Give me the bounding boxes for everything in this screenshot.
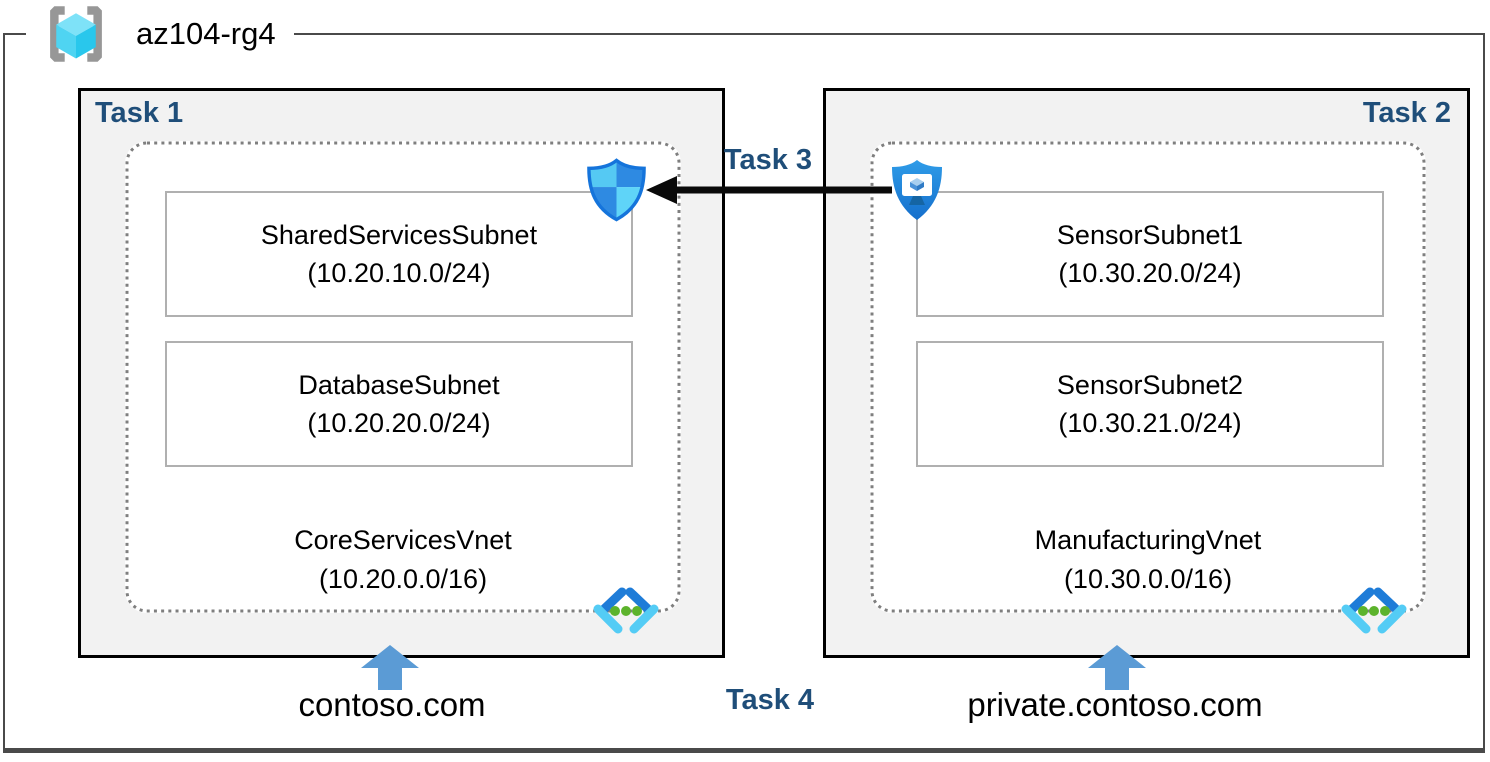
task1-container: Task 1 SharedServicesSubnet (10.20.10.0/… — [78, 88, 725, 658]
dns-up-arrow-icon — [361, 645, 419, 690]
database-subnet-box: DatabaseSubnet (10.20.20.0/24) — [165, 341, 633, 467]
manufacturing-vnet-label: ManufacturingVnet (10.30.0.0/16) — [870, 521, 1426, 599]
subnet-cidr: (10.30.21.0/24) — [1058, 408, 1242, 438]
vnet-cidr: (10.30.0.0/16) — [1063, 564, 1233, 594]
vnet-name: ManufacturingVnet — [1034, 525, 1262, 555]
vnet-cidr: (10.20.0.0/16) — [318, 564, 488, 594]
subnet-cidr: (10.20.20.0/24) — [307, 408, 491, 438]
task1-label: Task 1 — [95, 97, 184, 129]
task2-container: Task 2 SensorSubnet1 (10.30.20.0/24) Sen… — [823, 88, 1470, 658]
subnet-cidr: (10.30.20.0/24) — [1058, 258, 1242, 288]
sensor-subnet1-box: SensorSubnet1 (10.30.20.0/24) — [916, 191, 1384, 317]
subnet-name: SharedServicesSubnet — [260, 220, 538, 250]
bastion-shield-icon — [892, 160, 942, 220]
manufacturing-vnet-boundary: SensorSubnet1 (10.30.20.0/24) SensorSubn… — [870, 141, 1426, 634]
subnet-name: DatabaseSubnet — [298, 370, 500, 400]
shared-services-subnet-box: SharedServicesSubnet (10.20.10.0/24) — [165, 191, 633, 317]
resource-group-boundary — [3, 33, 1485, 753]
subnet-name: SensorSubnet2 — [1056, 370, 1244, 400]
subnet-name: SensorSubnet1 — [1056, 220, 1244, 250]
task4-label: Task 4 — [725, 684, 815, 716]
core-services-vnet-boundary: SharedServicesSubnet (10.20.10.0/24) Dat… — [125, 141, 681, 634]
resource-group-header: az104-rg4 — [26, 2, 294, 66]
resource-group-name: az104-rg4 — [136, 16, 276, 51]
task2-label: Task 2 — [1362, 97, 1451, 129]
vnet-name: CoreServicesVnet — [294, 525, 512, 555]
core-services-vnet-label: CoreServicesVnet (10.20.0.0/16) — [125, 521, 681, 599]
task3-label: Task 3 — [723, 144, 813, 176]
virtual-network-icon — [1341, 587, 1407, 634]
resource-group-icon — [50, 6, 102, 62]
sensor-subnet2-box: SensorSubnet2 (10.30.21.0/24) — [916, 341, 1384, 467]
task3-arrow-icon — [646, 176, 892, 204]
dns-up-arrow-icon — [1088, 645, 1146, 690]
network-security-shield-icon — [587, 158, 646, 222]
private-contoso-dns-label: private.contoso.com — [967, 686, 1263, 723]
contoso-dns-label: contoso.com — [298, 686, 486, 723]
subnet-cidr: (10.20.10.0/24) — [307, 258, 491, 288]
virtual-network-icon — [593, 587, 659, 634]
